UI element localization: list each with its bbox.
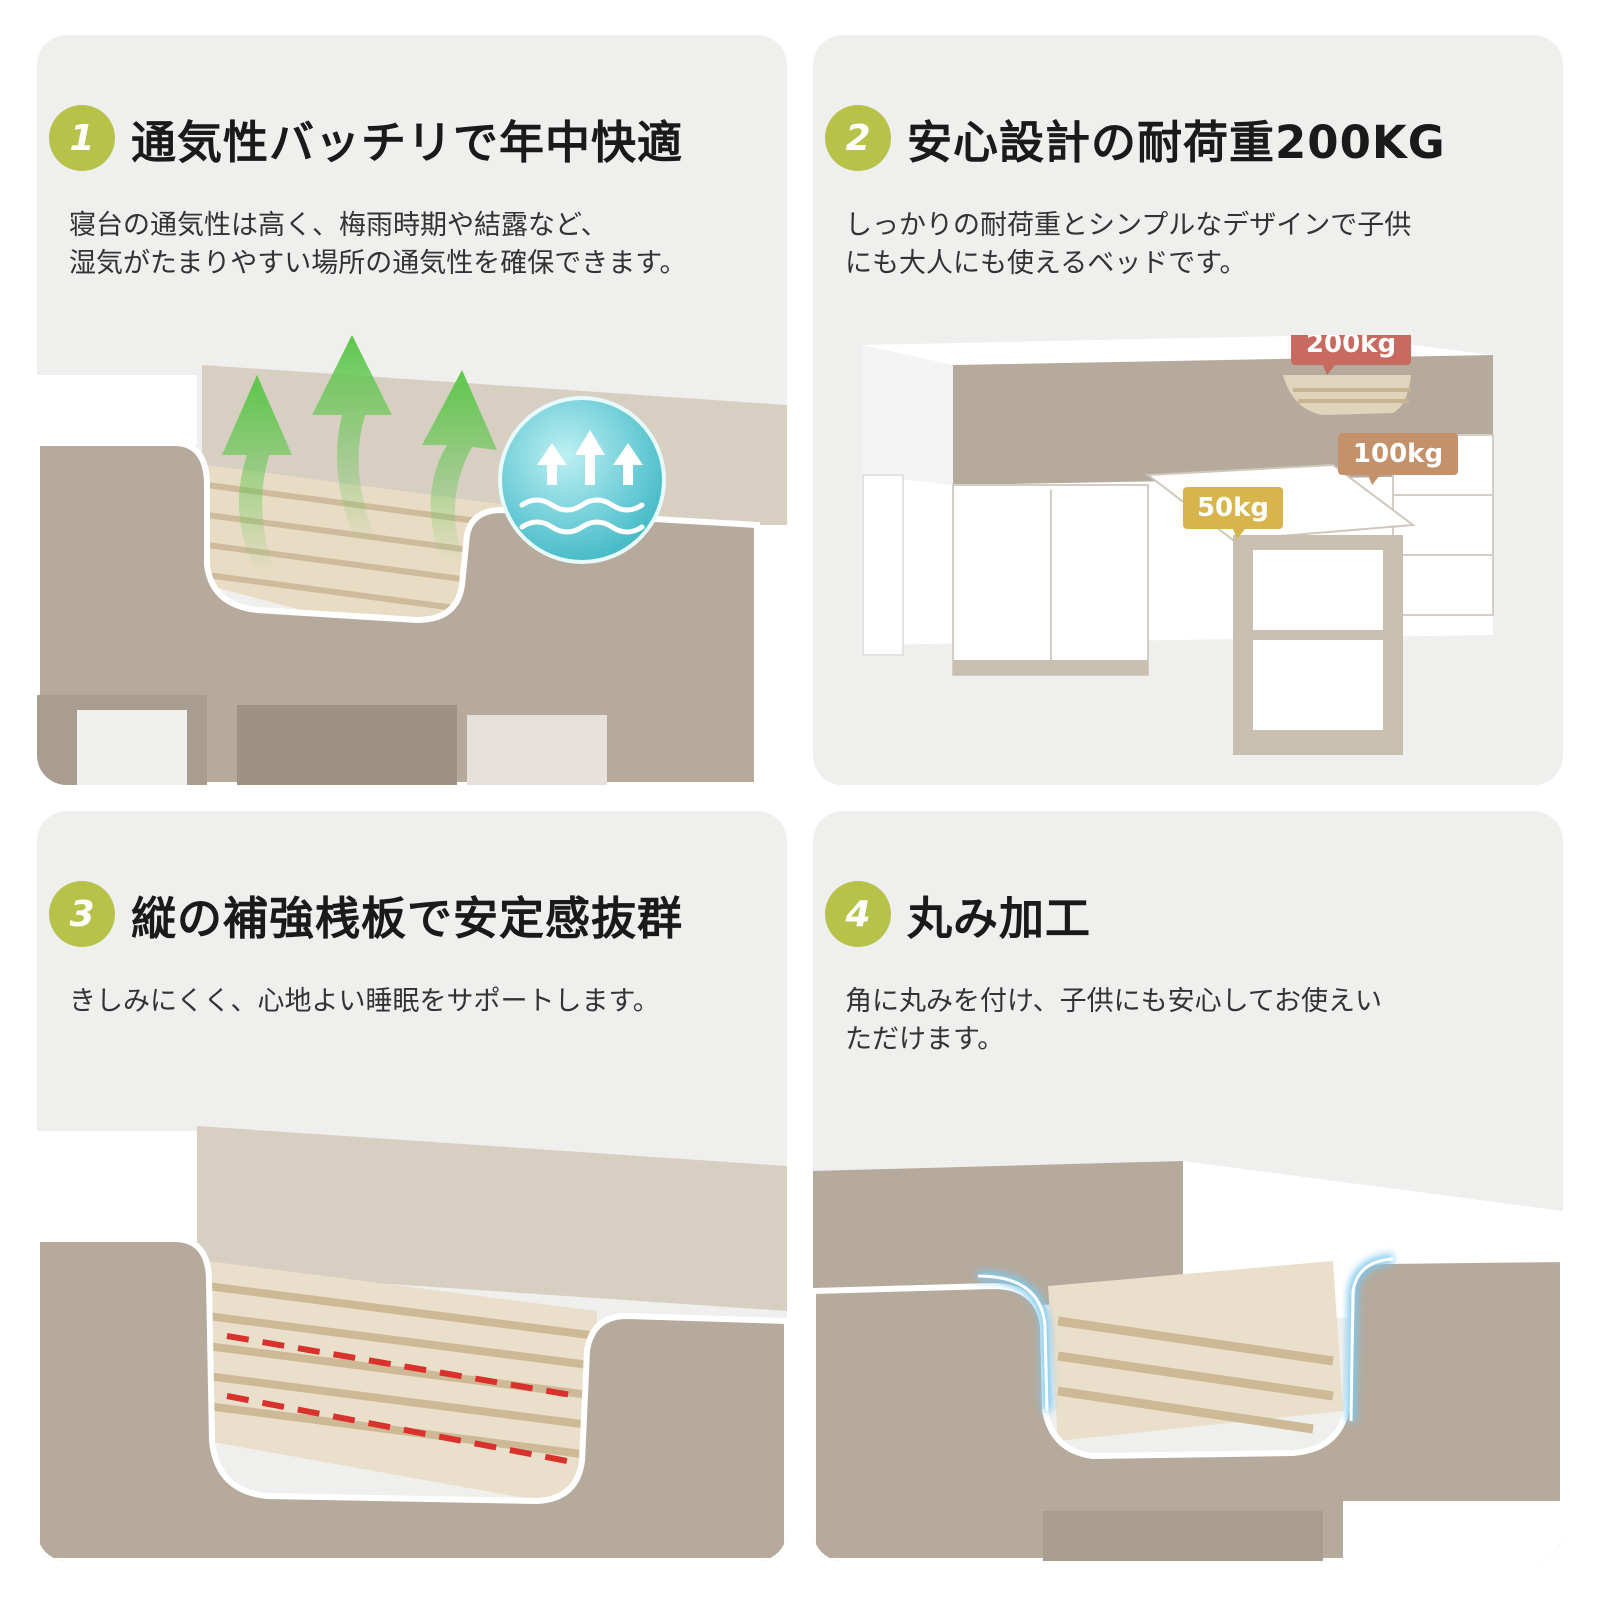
description-line: 寝台の通気性は高く、梅雨時期や結露など、 xyxy=(69,210,608,241)
feature-panel-ventilation: 1 通気性バッチリで年中快適 寝台の通気性は高く、梅雨時期や結露など、 湿気がた… xyxy=(37,35,787,785)
description-line: しっかりの耐荷重とシンプルなデザインで子供 xyxy=(845,210,1412,241)
feature-description: しっかりの耐荷重とシンプルなデザインで子供 にも大人にも使えるベッドです。 xyxy=(845,207,1545,283)
description-line: ただけます。 xyxy=(845,1024,1005,1055)
loft-bed-desk-illustration: 200kg 100kg 50kg xyxy=(813,335,1563,785)
bed-slats xyxy=(1048,1261,1343,1441)
rounded-edge-glow-icon xyxy=(977,1254,1394,1422)
feature-panel-load-capacity: 2 安心設計の耐荷重200KG しっかりの耐荷重とシンプルなデザインで子供 にも… xyxy=(813,35,1563,785)
bed-slats xyxy=(206,1261,598,1511)
description-line: にも大人にも使えるベッドです。 xyxy=(845,248,1247,279)
badge-label: 50kg xyxy=(1197,493,1269,523)
feature-number-badge: 1 xyxy=(49,105,115,171)
feature-title: 通気性バッチリで年中快適 xyxy=(131,115,684,169)
load-badge-50kg: 50kg xyxy=(1183,487,1283,539)
description-line: 湿気がたまりやすい場所の通気性を確保できます。 xyxy=(69,248,687,279)
reinforcement-dashed-line-icon xyxy=(226,1333,578,1464)
feature-description: きしみにくく、心地よい睡眠をサポートします。 xyxy=(69,983,769,1021)
feature-number-badge: 3 xyxy=(49,881,115,947)
feature-number-badge: 4 xyxy=(825,881,891,947)
bed-slat-reinforcement-illustration xyxy=(37,1111,787,1561)
feature-heading: 2 安心設計の耐荷重200KG xyxy=(825,105,1446,171)
feature-panel-reinforced-slats: 3 縦の補強桟板で安定感抜群 きしみにくく、心地よい睡眠をサポートします。 xyxy=(37,811,787,1561)
feature-title: 安心設計の耐荷重200KG xyxy=(907,115,1446,169)
description-line: きしみにくく、心地よい睡眠をサポートします。 xyxy=(69,986,660,1017)
feature-title: 縦の補強桟板で安定感抜群 xyxy=(131,891,684,945)
feature-number-badge: 2 xyxy=(825,105,891,171)
feature-heading: 1 通気性バッチリで年中快適 xyxy=(49,105,683,171)
rounded-corner-illustration xyxy=(813,1111,1563,1561)
feature-heading: 3 縦の補強桟板で安定感抜群 xyxy=(49,881,683,947)
feature-heading: 4 丸み加工 xyxy=(825,881,1091,947)
badge-label: 100kg xyxy=(1353,439,1443,469)
load-badge-200kg: 200kg xyxy=(1291,335,1411,375)
description-line: 角に丸みを付け、子供にも安心してお使えい xyxy=(845,986,1383,1017)
feature-title: 丸み加工 xyxy=(907,891,1092,945)
load-badge-100kg: 100kg xyxy=(1338,433,1458,485)
badge-label: 200kg xyxy=(1306,335,1396,359)
bed-ventilation-illustration xyxy=(37,335,787,785)
feature-description: 寝台の通気性は高く、梅雨時期や結露など、 湿気がたまりやすい場所の通気性を確保で… xyxy=(69,207,769,283)
humidity-release-icon xyxy=(498,396,666,564)
feature-panel-rounded-edges: 4 丸み加工 角に丸みを付け、子供にも安心してお使えい ただけます。 xyxy=(813,811,1563,1561)
airflow-arrow-icon xyxy=(222,335,497,575)
feature-description: 角に丸みを付け、子供にも安心してお使えい ただけます。 xyxy=(845,983,1545,1059)
